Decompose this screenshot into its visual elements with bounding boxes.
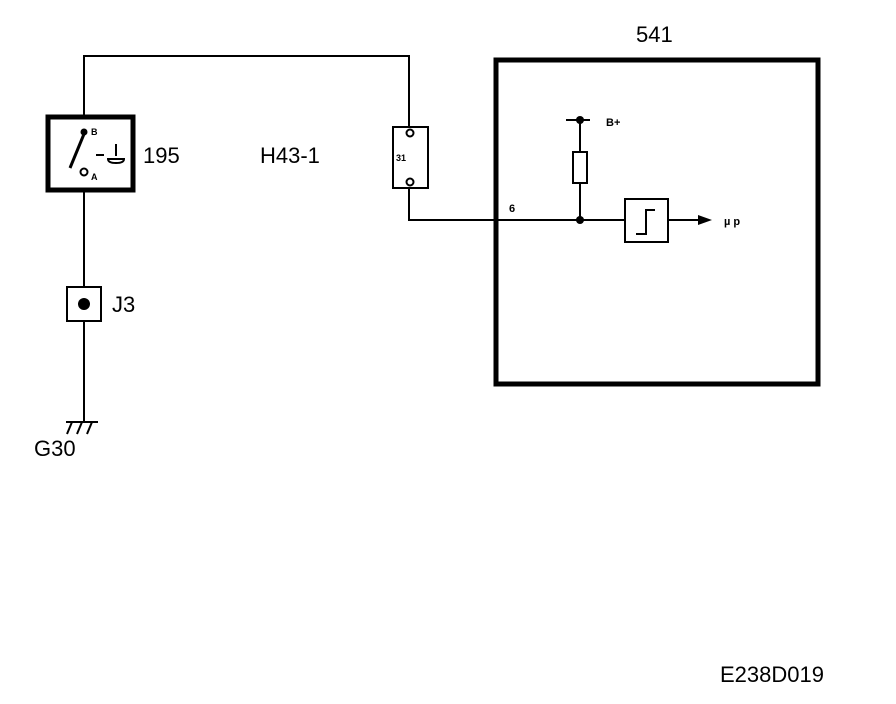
switch-number: 195	[143, 143, 180, 168]
output-label: µ p	[724, 216, 740, 228]
module-number: 541	[636, 22, 673, 47]
supply-label: B+	[606, 117, 620, 129]
module-541-box	[493, 57, 821, 387]
switch-terminal-b	[80, 128, 88, 136]
wire-connector-to-module	[408, 185, 625, 221]
module-pin-label: 6	[509, 203, 515, 215]
switch-lever	[68, 133, 86, 169]
connector-name: H43-1	[260, 143, 320, 168]
ground-symbol-icon	[66, 421, 98, 435]
figure-code: E238D019	[720, 662, 824, 687]
schmitt-trigger-icon	[636, 209, 655, 235]
wire-switch-to-connector	[83, 55, 410, 128]
switch-actuator-icon	[106, 144, 126, 165]
junction-node	[576, 216, 584, 224]
connector-h43-1: 31	[392, 126, 429, 189]
ground-point-dot	[78, 298, 90, 310]
connector-pin-label: 31	[396, 153, 406, 163]
ground-name: G30	[34, 436, 76, 461]
switch-terminal-a	[79, 167, 89, 177]
ground-point-j3	[66, 286, 102, 322]
switch-term-b-label: B	[91, 127, 98, 137]
ground-point-label: J3	[112, 292, 135, 317]
switch-195: B A	[45, 114, 136, 193]
pullup-resistor	[572, 151, 588, 184]
connector-pin-bottom	[405, 177, 415, 187]
switch-housing	[45, 114, 136, 193]
output-arrow-icon	[698, 215, 712, 225]
connector-pin-top	[405, 128, 415, 138]
switch-term-a-label: A	[91, 172, 98, 182]
